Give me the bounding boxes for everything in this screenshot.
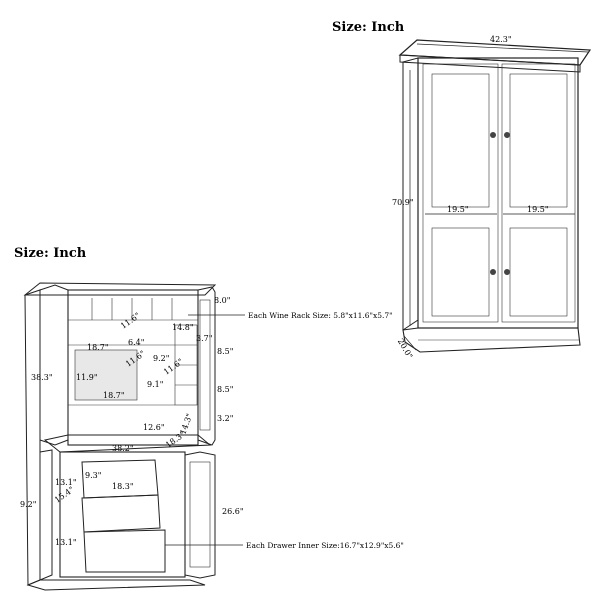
dim-shelf-w: 18.7" — [87, 343, 109, 352]
dim-shelf-w2: 18.7" — [103, 391, 125, 400]
dim-side-h: 38.3" — [31, 373, 53, 382]
closed-depth-dim: 20.0" — [396, 337, 415, 360]
dim-width-38-2: 38.2" — [112, 444, 134, 453]
closed-door-left-dim: 19.5" — [447, 205, 469, 214]
dim-low-13-1a: 13.1" — [55, 478, 77, 487]
drawer-note: Each Drawer Inner Size:16.7"x12.9"x5.6" — [246, 541, 404, 550]
dim-inner-9-1: 9.1" — [147, 380, 163, 389]
wine-rack-note: Each Wine Rack Size: 5.8"x11.6"x5.7" — [248, 311, 393, 320]
dim-rack-small: 11.6" — [119, 311, 142, 331]
dim-drawer-9-3: 9.3" — [85, 471, 101, 480]
open-size-label: Size: Inch — [14, 246, 87, 261]
open-cabinet — [23, 282, 245, 591]
dim-low-13-1b: 13.1" — [55, 538, 77, 547]
dim-door-26-6: 26.6" — [222, 507, 244, 516]
dim-low-15-4: 15.4" — [53, 485, 76, 505]
dim-inner-9-2: 9.2" — [153, 354, 169, 363]
closed-height-dim: 70.9" — [392, 198, 414, 207]
dim-cab-h: 11.9" — [76, 373, 98, 382]
dim-door-8-5a: 8.5" — [217, 347, 233, 356]
closed-cabinet — [398, 39, 592, 353]
dim-low-9-2: 9.2" — [20, 500, 36, 509]
dim-d-14-3: 14.3" — [178, 412, 194, 435]
closed-size-label: Size: Inch — [332, 20, 405, 35]
dim-top-height: 8.0" — [214, 296, 230, 305]
dim-rack-depth: 14.8" — [172, 323, 194, 332]
dim-gap-12-6: 12.6" — [143, 423, 165, 432]
dim-door-8-5b: 8.5" — [217, 385, 233, 394]
closed-width-dim: 42.3" — [490, 35, 512, 44]
dim-drawer-18-3: 18.3" — [112, 482, 134, 491]
closed-door-right-dim: 19.5" — [527, 205, 549, 214]
dim-shelf-h1: 6.4" — [128, 338, 144, 347]
dim-door-3-2: 3.2" — [217, 414, 233, 423]
dim-rack-d2: 3.7" — [196, 334, 212, 343]
